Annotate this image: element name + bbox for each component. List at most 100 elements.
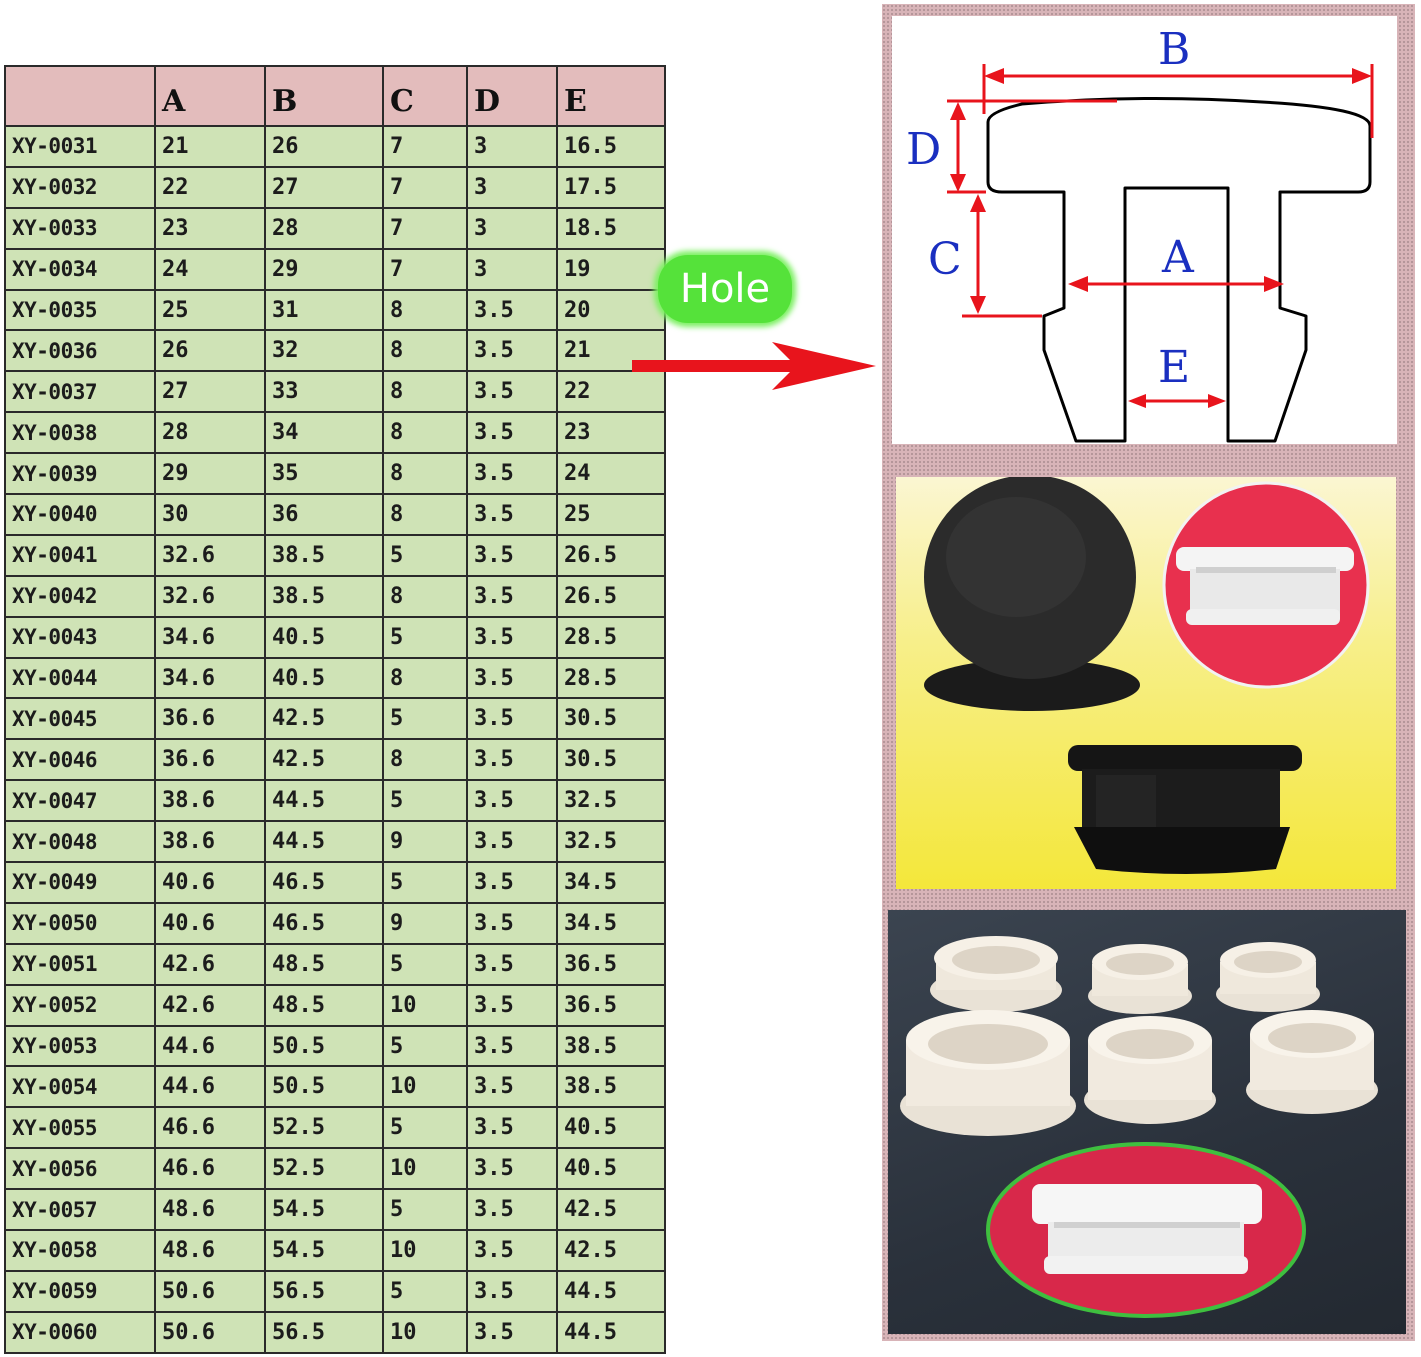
cell-a: 34.6 (154, 656, 266, 700)
cell-model: XY-0037 (4, 370, 156, 414)
cell-d: 3 (466, 247, 558, 291)
cell-a: 23 (154, 206, 266, 250)
cell-e: 28.5 (556, 656, 666, 700)
cell-a: 28 (154, 411, 266, 455)
cell-b: 34 (264, 411, 384, 455)
cell-b: 44.5 (264, 779, 384, 823)
cell-model: XY-0046 (4, 738, 156, 782)
cell-b: 38.5 (264, 574, 384, 618)
cell-a: 32.6 (154, 533, 266, 577)
cell-e: 36.5 (556, 942, 666, 986)
cell-c: 10 (382, 1147, 468, 1191)
cell-d: 3.5 (466, 1106, 558, 1150)
cell-b: 42.5 (264, 738, 384, 782)
hole-badge: Hole (658, 255, 792, 323)
cell-a: 32.6 (154, 574, 266, 618)
cell-a: 46.6 (154, 1106, 266, 1150)
cell-b: 42.5 (264, 697, 384, 741)
cell-b: 52.5 (264, 1147, 384, 1191)
cell-e: 21 (556, 329, 666, 373)
cell-d: 3.5 (466, 370, 558, 414)
cell-d: 3.5 (466, 820, 558, 864)
cell-e: 44.5 (556, 1269, 666, 1313)
cell-b: 31 (264, 288, 384, 332)
cell-a: 40.6 (154, 861, 266, 904)
product-photo-black-plugs (896, 477, 1396, 889)
cell-model: XY-0060 (4, 1310, 156, 1354)
cell-c: 5 (382, 942, 468, 986)
cell-model: XY-0059 (4, 1269, 156, 1313)
cell-e: 38.5 (556, 1024, 666, 1068)
cell-d: 3.5 (466, 452, 558, 496)
cell-b: 50.5 (264, 1024, 384, 1068)
cell-d: 3.5 (466, 1188, 558, 1232)
cell-e: 16.5 (556, 125, 666, 168)
cell-a: 48.6 (154, 1188, 266, 1232)
cell-a: 34.6 (154, 615, 266, 659)
cell-model: XY-0047 (4, 779, 156, 823)
cell-a: 44.6 (154, 1065, 266, 1109)
cell-e: 22 (556, 370, 666, 414)
cell-c: 7 (382, 206, 468, 250)
header-c: C (382, 65, 468, 127)
header-model (4, 65, 156, 127)
cell-d: 3.5 (466, 1310, 558, 1354)
cell-model: XY-0055 (4, 1106, 156, 1150)
cell-a: 24 (154, 247, 266, 291)
cell-model: XY-0051 (4, 942, 156, 986)
cell-d: 3.5 (466, 533, 558, 577)
cell-c: 5 (382, 697, 468, 741)
cell-c: 10 (382, 1310, 468, 1354)
cell-c: 8 (382, 370, 468, 414)
cell-c: 8 (382, 452, 468, 496)
cell-d: 3.5 (466, 1065, 558, 1109)
product-photo-white-plugs (888, 910, 1406, 1334)
cell-b: 56.5 (264, 1269, 384, 1313)
cell-e: 18.5 (556, 206, 666, 250)
cell-model: XY-0034 (4, 247, 156, 291)
cell-e: 32.5 (556, 779, 666, 823)
cell-model: XY-0031 (4, 125, 156, 168)
header-a: A (154, 65, 266, 127)
header-d: D (466, 65, 558, 127)
cell-model: XY-0054 (4, 1065, 156, 1109)
cell-e: 20 (556, 288, 666, 332)
cell-b: 48.5 (264, 942, 384, 986)
cell-c: 8 (382, 656, 468, 700)
right-panel: B D C A E (882, 4, 1415, 1341)
cell-c: 10 (382, 1229, 468, 1272)
cell-a: 38.6 (154, 820, 266, 864)
cell-e: 24 (556, 452, 666, 496)
cell-b: 50.5 (264, 1065, 384, 1109)
cell-e: 32.5 (556, 820, 666, 864)
cell-b: 46.5 (264, 861, 384, 904)
cell-e: 30.5 (556, 738, 666, 782)
cell-a: 36.6 (154, 697, 266, 741)
cell-model: XY-0056 (4, 1147, 156, 1191)
cell-c: 9 (382, 901, 468, 945)
cell-b: 29 (264, 247, 384, 291)
cell-c: 8 (382, 411, 468, 455)
cell-a: 22 (154, 165, 266, 209)
cell-d: 3.5 (466, 983, 558, 1027)
cell-a: 38.6 (154, 779, 266, 823)
cell-b: 52.5 (264, 1106, 384, 1150)
